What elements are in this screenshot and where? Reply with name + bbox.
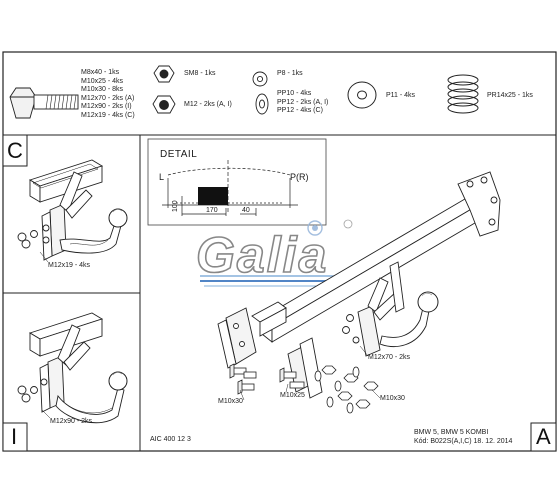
main-bolt-m10x30-left-label: M10x30 bbox=[218, 398, 243, 405]
detail-dim-40: 40 bbox=[242, 207, 250, 214]
nut-sm8-label: SM8 - 1ks bbox=[184, 70, 216, 77]
hex-nut-icon bbox=[321, 365, 379, 409]
tow-ball-icon bbox=[108, 208, 128, 228]
tow-ball-icon bbox=[417, 291, 439, 313]
bolt-line: M12x70 - 2ks (A) bbox=[81, 94, 135, 102]
tow-ball-icon bbox=[108, 371, 128, 391]
washer-pp-line: PP12 - 2ks (A, I) bbox=[277, 98, 329, 106]
washer-p8-label: P8 - 1ks bbox=[277, 70, 303, 77]
gear-logo-icon bbox=[307, 220, 323, 236]
washer-icon bbox=[314, 366, 360, 414]
panel-letter-a: A bbox=[536, 424, 551, 449]
detail-left-label: L bbox=[159, 172, 165, 182]
hex-nut-icon bbox=[153, 65, 175, 83]
detail-title: DETAIL bbox=[160, 149, 198, 160]
spring-icon bbox=[447, 74, 479, 114]
kod-and-date: Kód: B022S(A,I,C) 18. 12. 2014 bbox=[414, 438, 513, 445]
bolt-list: M8x40 - 1ks M10x25 - 4ks M10x30 - 8ks M1… bbox=[81, 69, 135, 120]
washer-icon bbox=[252, 71, 268, 87]
nut-m12-label: M12 - 2ks (A, I) bbox=[184, 101, 232, 108]
washer-icon bbox=[255, 93, 269, 115]
bolt-line: M10x25 - 4ks bbox=[81, 77, 124, 85]
panel-letter-c: C bbox=[7, 138, 23, 163]
main-bolt-m12x70-label: M12x70 - 2ks bbox=[368, 354, 411, 361]
bolt-icon bbox=[9, 87, 79, 119]
logo-text: Galia bbox=[196, 227, 328, 283]
detail-dim-170: 170 bbox=[206, 207, 218, 214]
panel-letter-i: I bbox=[11, 424, 18, 449]
detail-right-label: P(R) bbox=[290, 172, 309, 182]
bolt-line: M10x30 - 8ks bbox=[81, 86, 124, 93]
hex-nut-icon bbox=[152, 95, 176, 114]
bolt-icon bbox=[229, 363, 305, 395]
bolt-line: M12x90 - 2ks (I) bbox=[81, 103, 132, 110]
panel-c-bolt-label: M12x19 - 4ks bbox=[48, 262, 91, 269]
bolt-line: M8x40 - 1ks bbox=[81, 69, 120, 76]
vehicle-models: BMW 5, BMW 5 KOMBI bbox=[414, 429, 489, 436]
washer-pp-line: PP12 - 4ks (C) bbox=[277, 107, 323, 114]
main-bolt-m10x25-label: M10x25 bbox=[280, 392, 305, 399]
panel-i-bolt-label: M12x90 - 2ks bbox=[50, 418, 93, 425]
bolt-line: M12x19 - 4ks (C) bbox=[81, 111, 135, 119]
washer-p11-label: P11 - 4ks bbox=[386, 92, 416, 99]
washer-pp-list: PP10 - 4ks PP12 - 2ks (A, I) PP12 - 4ks … bbox=[277, 90, 328, 116]
spring-label: PR14x25 - 1ks bbox=[487, 92, 533, 99]
washer-pp-line: PP10 - 4ks bbox=[277, 90, 312, 97]
main-bolt-m10x30-right-label: M10x30 bbox=[380, 395, 405, 402]
catalog-code: AIC 400 12 3 bbox=[150, 436, 191, 443]
washer-icon bbox=[347, 81, 377, 109]
